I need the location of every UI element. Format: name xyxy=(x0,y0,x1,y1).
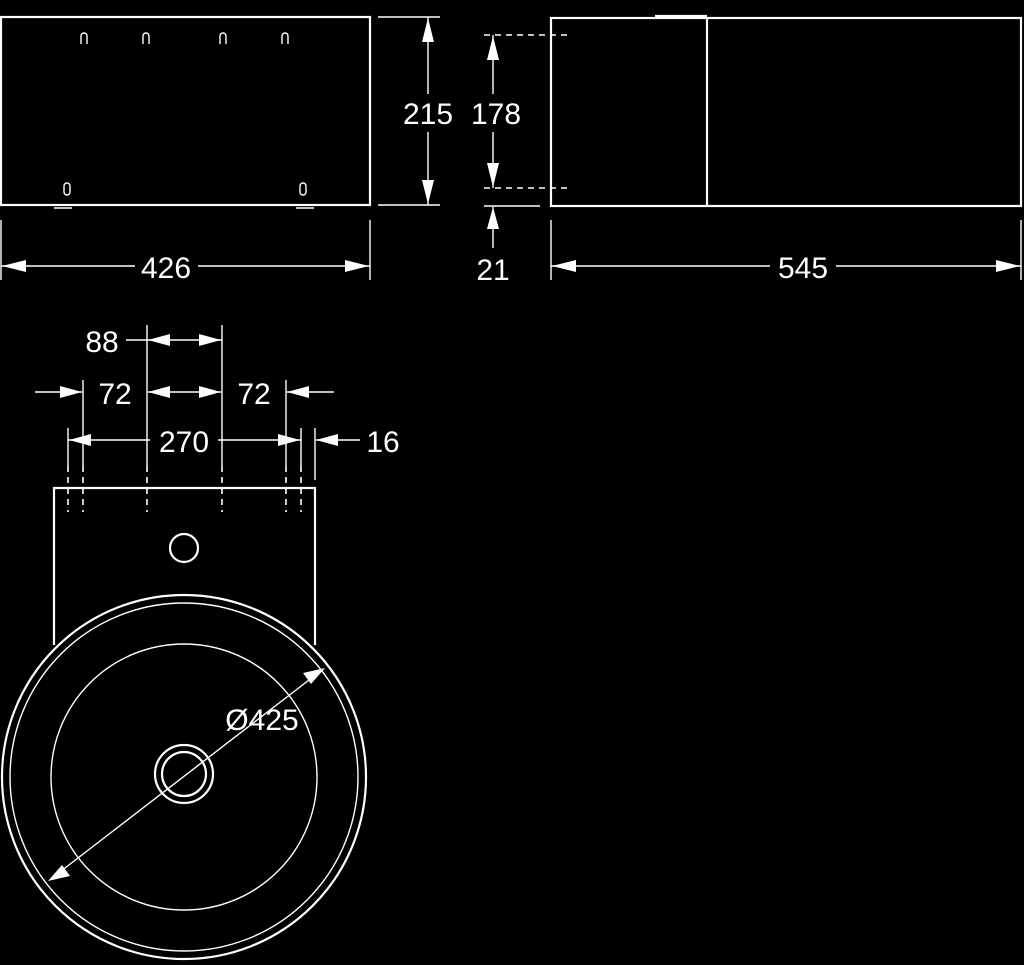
side-view-outline xyxy=(549,16,1023,208)
dim-label-215: 215 xyxy=(403,98,453,131)
dim-height-178: 178 xyxy=(471,35,521,188)
dim-label-270: 270 xyxy=(159,426,209,459)
bowl-basin xyxy=(50,643,318,911)
dim-label-178: 178 xyxy=(471,98,521,131)
dim-spacing-72: 72 72 xyxy=(35,378,334,411)
dim-diameter-425: Ø425 xyxy=(48,668,325,881)
side-view: 178 21 545 xyxy=(471,14,1023,287)
drain-outer xyxy=(153,743,215,805)
dim-base-21: 21 xyxy=(476,205,540,287)
dim-label-545: 545 xyxy=(778,252,828,285)
dim-width-426: 426 xyxy=(0,220,371,285)
dim-label-72-left: 72 xyxy=(98,378,131,411)
top-view-backplate xyxy=(52,486,317,645)
dim-span-270: 270 xyxy=(68,426,301,459)
dim-spacing-88: 88 xyxy=(85,326,222,359)
top-view: Ø425 88 xyxy=(0,325,400,961)
bowl-rim-inner xyxy=(9,602,359,952)
dim-height-215: 215 xyxy=(378,16,453,206)
dim-label-88: 88 xyxy=(85,326,118,359)
front-view-foot-marks xyxy=(54,182,314,209)
dim-label-diameter: Ø425 xyxy=(225,704,298,737)
bowl-outer-rim xyxy=(0,593,368,961)
dim-label-21: 21 xyxy=(476,254,509,287)
front-view: 426 215 xyxy=(0,15,453,285)
dim-label-16: 16 xyxy=(366,426,399,459)
dim-label-72-right: 72 xyxy=(237,378,270,411)
dim-depth-545: 545 xyxy=(550,220,1022,285)
top-view-extension-lines xyxy=(67,325,316,512)
front-view-body xyxy=(0,15,372,207)
drain-inner xyxy=(160,750,208,798)
tap-hole xyxy=(168,532,200,564)
dim-offset-16: 16 xyxy=(316,426,400,459)
front-view-top-marks xyxy=(80,32,289,44)
dim-label-426: 426 xyxy=(141,252,191,285)
